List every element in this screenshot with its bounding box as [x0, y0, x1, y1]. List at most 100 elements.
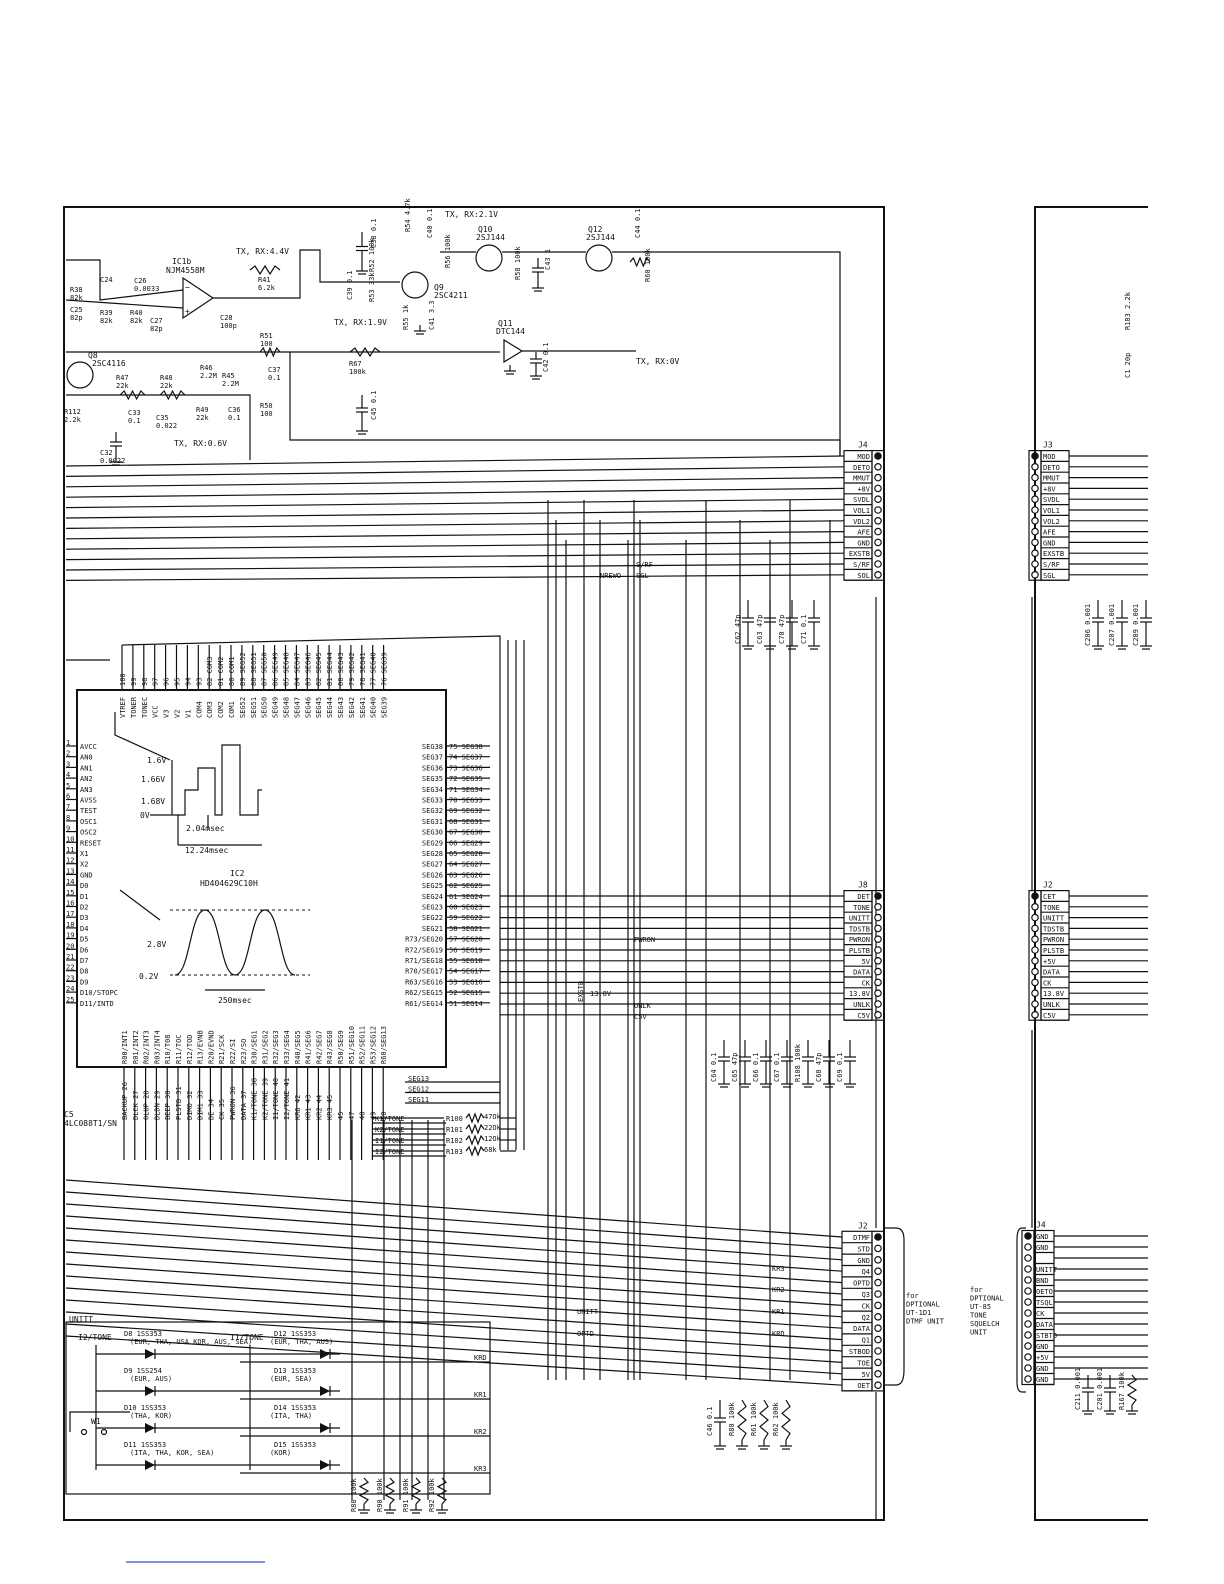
- component-value: 82k: [130, 317, 143, 325]
- component-value: 0.1: [268, 374, 281, 382]
- connector-pin-label: CET: [1043, 893, 1056, 901]
- connector-pin: [874, 1267, 882, 1276]
- ic2-left-pin-label: D9: [80, 978, 88, 986]
- connector-pin-label: VDL2: [853, 518, 870, 526]
- connector-pin: [1031, 484, 1039, 493]
- connector-pin-label: 5V: [862, 958, 871, 966]
- ic2-bottom-net-label: KR2 44: [315, 1095, 323, 1120]
- ic2-bottom-pin-label: R31/SEG2: [261, 1030, 269, 1064]
- ic2-right-pin-label: R72/SEG19: [405, 946, 443, 954]
- ic2-bottom-net-label: KR3 45: [326, 1095, 334, 1120]
- connector-body: [1021, 1229, 1035, 1386]
- bus-wire: [65, 1263, 843, 1318]
- ic2-right-pin-label: R63/SEG16: [405, 978, 443, 986]
- bus-wire: [65, 574, 845, 582]
- component-value: 82k: [100, 317, 113, 325]
- connector-pin: [1031, 1000, 1039, 1008]
- ic2-right-net-label: 71 SEG34: [449, 786, 483, 794]
- ic2-left-pin-label: D10/STOPC: [80, 989, 118, 997]
- q11-part: DTC144: [496, 327, 525, 336]
- resistor-zigzag: [119, 389, 146, 401]
- connector-pin: [874, 1301, 882, 1310]
- diode-symbol: [320, 1460, 330, 1470]
- component-value: 0.1: [228, 414, 241, 422]
- connector-pin: [874, 1313, 882, 1321]
- component-ref: R41: [258, 276, 271, 284]
- connector-pin-label: Q3: [862, 1291, 870, 1299]
- diode-out-label: KR2: [474, 1428, 487, 1436]
- ic2-left-pin-label: TEST: [80, 807, 98, 815]
- ic2-pin-number: 15: [66, 889, 74, 897]
- ic2-right-pin-label: SEG32: [422, 807, 443, 815]
- connector-ref: J2: [1043, 881, 1053, 890]
- connector-pin: [1031, 516, 1039, 525]
- component-ref: R50: [260, 402, 273, 410]
- connector-pin-label: DATA: [853, 1325, 871, 1333]
- analog-wire: [213, 249, 400, 299]
- diode-symbol: [145, 1386, 155, 1396]
- connector-pin: [1024, 1254, 1032, 1262]
- ic2-right-net-label: 69 SEG32: [449, 807, 483, 815]
- tone-resistor-ref: R102: [446, 1137, 463, 1145]
- ic2-right-net-label: 70 SEG33: [449, 797, 483, 805]
- j4-capacitor-label: C70 47p: [778, 614, 786, 644]
- connector-pin-label: SVDL: [853, 496, 870, 504]
- component-label: R58 100k: [514, 245, 522, 280]
- resistor-zigzag: [159, 389, 186, 401]
- ic2-pin-number: 22: [66, 964, 74, 972]
- ic2-right-net-label: 53 SEG16: [449, 978, 483, 986]
- connector-pin: [874, 1256, 882, 1264]
- ic2-top-net-label: 79 SEG42: [348, 652, 356, 686]
- wf1-level-3: 1.68V: [141, 797, 165, 806]
- connector-pin-label: DET: [857, 893, 870, 901]
- ic2-top-net-label: 83 SEG46: [304, 652, 312, 686]
- ic2-right-pin-label: SEG37: [422, 754, 443, 762]
- ic2-top-pin-label: SEG52: [239, 697, 247, 718]
- ic2-pin-number: 25: [66, 996, 74, 1004]
- connector-pin-1-marker: [874, 452, 882, 460]
- connector-pin-label: UNLK: [1043, 1001, 1061, 1009]
- component-ref: R40: [130, 309, 143, 317]
- ic2-right-net-label: 72 SEG35: [449, 775, 483, 783]
- component-value: 2.2k: [64, 416, 82, 424]
- component-ref: R46: [200, 364, 213, 372]
- component-value: 82p: [70, 314, 83, 322]
- j8-part-label: C68 47p: [815, 1052, 823, 1082]
- connector-pin: [1031, 924, 1039, 933]
- connector-pin: [1031, 978, 1039, 987]
- transistor-q9: Q9 2SC4211: [401, 271, 468, 300]
- j4-capacitor-label: C71 0.1: [800, 614, 808, 644]
- ic2-top-net-label: 95: [174, 678, 182, 686]
- ic2-pin-number: 21: [66, 953, 74, 961]
- ic2-bottom-pin-label: R11/TOC: [175, 1034, 183, 1064]
- ic1b-part: NJM4558M: [166, 266, 205, 275]
- resistor-zigzag: [249, 264, 281, 276]
- connector-pin: [874, 506, 882, 514]
- tone-resistor-value: 68k: [484, 1146, 497, 1154]
- ic2-top-net-label: 88 SEG51: [250, 652, 258, 686]
- ic2-pin-number: 10: [66, 835, 74, 843]
- tone-net-label: I2/TONE: [375, 1148, 405, 1156]
- tone-resistor-value: 47Ok: [484, 1113, 502, 1121]
- ic2-right-pin-label: R61/SEG14: [405, 1000, 443, 1008]
- ic2-top-pin-label: COM4: [195, 701, 203, 718]
- connector-pin: [1031, 538, 1039, 547]
- component-value: 6.2k: [258, 284, 276, 292]
- connector-pin: [874, 902, 882, 911]
- connector-pin: [874, 989, 882, 998]
- component-value: 0.1: [128, 417, 141, 425]
- ic2-top-pin-label: V3: [163, 710, 171, 718]
- connector-pin-label: 5V: [862, 1371, 871, 1379]
- connector-pin-label: +8V: [857, 485, 870, 493]
- ic2-pin-number: 20: [66, 942, 74, 950]
- connector-pin-label: VOL2: [1043, 518, 1060, 526]
- ic2-part: HD404629C10H: [200, 879, 258, 888]
- j2-note-line: DPTIONAL: [906, 1301, 940, 1309]
- connector-pin-label: DTMF: [853, 1234, 870, 1242]
- ic2-right-pin-label: SEG23: [422, 904, 443, 912]
- j8-part-label: C69 0.1: [836, 1052, 844, 1082]
- connector-pin-label: GND: [1036, 1244, 1049, 1252]
- ic2-bottom-net-label: BEEP 30: [164, 1090, 172, 1120]
- ic2-left-pin-label: D3: [80, 914, 88, 922]
